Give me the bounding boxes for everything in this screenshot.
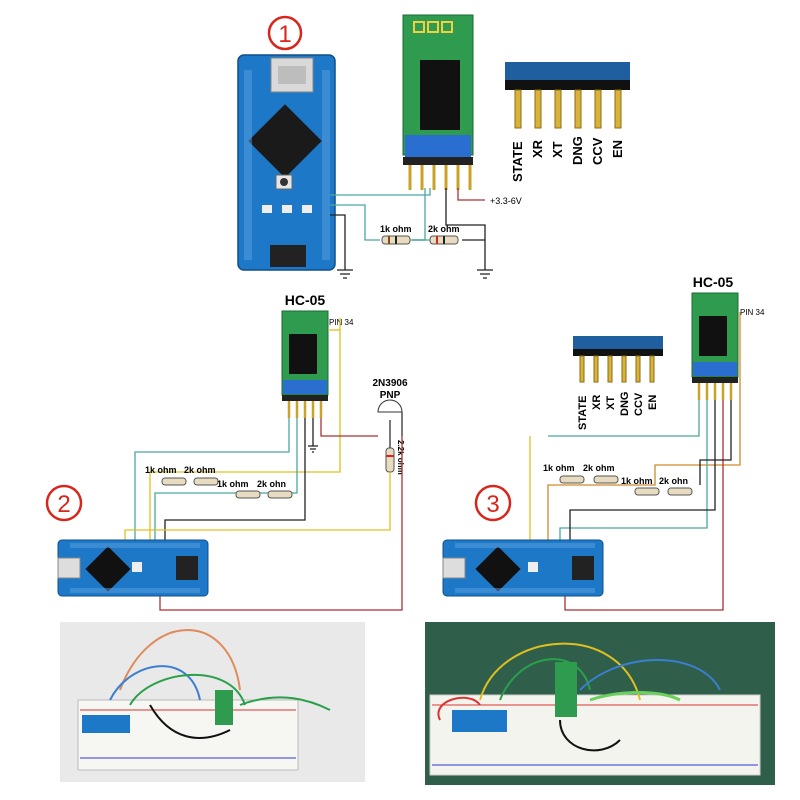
circuit-2-resistor-2 <box>193 477 219 486</box>
circuit-1: 1 <box>237 14 630 279</box>
circuit-1-number: 1 <box>278 21 291 48</box>
circuit-2-transistor-type: PNP <box>380 390 401 401</box>
circuit-3-pin-label-5: EN <box>647 395 659 410</box>
circuit-2-wires <box>124 318 403 611</box>
circuit-3-header-pin-3 <box>621 355 627 383</box>
circuit-1-arduino-nano <box>237 54 336 271</box>
circuit-3-pin-header <box>573 336 663 383</box>
circuit-3-pin-label-3: DNG <box>619 392 631 416</box>
circuit-3-wires <box>529 312 741 611</box>
circuit-2-hc05-module <box>281 310 329 418</box>
circuit-2-base-resistor <box>385 447 395 473</box>
photo-left-breadboard <box>60 622 365 782</box>
circuit-3-number-circle <box>474 484 512 522</box>
circuit-1-header-pin-4 <box>594 89 602 129</box>
circuit-2-number: 2 <box>57 491 70 518</box>
circuit-2-transistor <box>377 399 403 413</box>
circuit-1-resistor-2k-label: 2k ohm <box>428 224 460 234</box>
circuit-3-resistor-4 <box>667 487 693 496</box>
circuit-1-header-pin-1 <box>534 89 542 129</box>
circuit-2-resistor-1 <box>161 477 187 486</box>
circuit-3-resistor-1-label: 1k ohm <box>543 463 575 473</box>
circuit-2-resistor-4-label: 2k ohn <box>257 479 286 489</box>
circuit-1-pin-label-5: EN <box>610 140 625 158</box>
circuit-1-number-circle <box>267 15 303 51</box>
circuit-3-resistor-2 <box>593 475 619 484</box>
circuit-1-pin-label-0: STATE <box>510 141 525 182</box>
circuit-2: 2 HC-05 PIN 34 2N3906 PNP 2.2k ohm <box>45 292 408 611</box>
circuit-1-header-pin-3 <box>574 89 582 129</box>
circuit-3-header-pin-5 <box>649 355 655 383</box>
circuit-1-resistor-1k <box>381 235 411 245</box>
circuit-1-pin-label-3: DNG <box>570 136 585 165</box>
photo-right-breadboard <box>425 622 775 785</box>
circuit-3-pin34-label: PIN 34 <box>740 308 765 317</box>
circuit-1-pin-label-4: CCV <box>590 137 605 165</box>
circuit-2-number-circle <box>45 484 83 522</box>
circuit-3-resistor-4-label: 2k ohn <box>659 476 688 486</box>
circuit-3-hc05-module <box>691 292 739 400</box>
circuit-2-transistor-label: 2N3906 <box>372 378 407 389</box>
circuit-3-pin-label-4: CCV <box>633 392 645 416</box>
circuit-3-resistor-2-label: 2k ohm <box>583 463 615 473</box>
circuit-1-resistor-1k-label: 1k ohm <box>380 224 412 234</box>
circuit-1-pin-header <box>505 62 630 129</box>
circuit-1-header-pin-5 <box>614 89 622 129</box>
circuit-1-header-pin-0 <box>514 89 522 129</box>
circuit-2-module-label: HC-05 <box>285 292 326 308</box>
circuit-3-header-pin-0 <box>579 355 585 383</box>
circuit-1-supply-label: +3.3-6V <box>490 196 522 206</box>
circuit-2-resistor-4 <box>267 490 293 499</box>
circuit-3-header-pin-2 <box>607 355 613 383</box>
circuit-3-pin-label-2: XT <box>605 396 617 410</box>
circuit-1-pin-label-1: XR <box>530 139 545 158</box>
circuit-2-base-resistor-label: 2.2k ohm <box>396 440 405 475</box>
circuit-1-resistor-2k <box>429 235 459 245</box>
circuit-3-header-pin-4 <box>635 355 641 383</box>
circuit-1-header-pin-2 <box>554 89 562 129</box>
circuit-1-pin-label-2: XT <box>550 141 565 158</box>
circuit-3-resistor-3 <box>634 487 660 496</box>
circuit-3-pin-label-0: STATE <box>577 396 589 430</box>
circuit-3-number: 3 <box>486 491 499 518</box>
circuit-3-pin-label-1: XR <box>591 395 603 410</box>
circuit-3-resistor-1 <box>559 475 585 484</box>
circuit-2-pin34-label: PIN 34 <box>329 318 354 327</box>
circuit-2-resistor-3 <box>235 490 261 499</box>
circuit-3: 3 HC-05 PIN 34 STATE XR XT DNG CCV EN <box>442 274 765 611</box>
circuit-2-resistor-2-label: 2k ohm <box>184 465 216 475</box>
circuit-2-arduino-nano <box>57 539 209 597</box>
circuit-3-header-pin-1 <box>593 355 599 383</box>
circuit-3-arduino-nano <box>442 539 604 597</box>
circuit-1-hc05-module <box>402 14 474 190</box>
circuit-2-resistor-3-label: 1k ohm <box>217 479 249 489</box>
circuit-2-resistor-1-label: 1k ohm <box>145 465 177 475</box>
circuit-3-resistor-3-label: 1k ohm <box>621 476 653 486</box>
circuit-3-module-label: HC-05 <box>693 274 734 290</box>
